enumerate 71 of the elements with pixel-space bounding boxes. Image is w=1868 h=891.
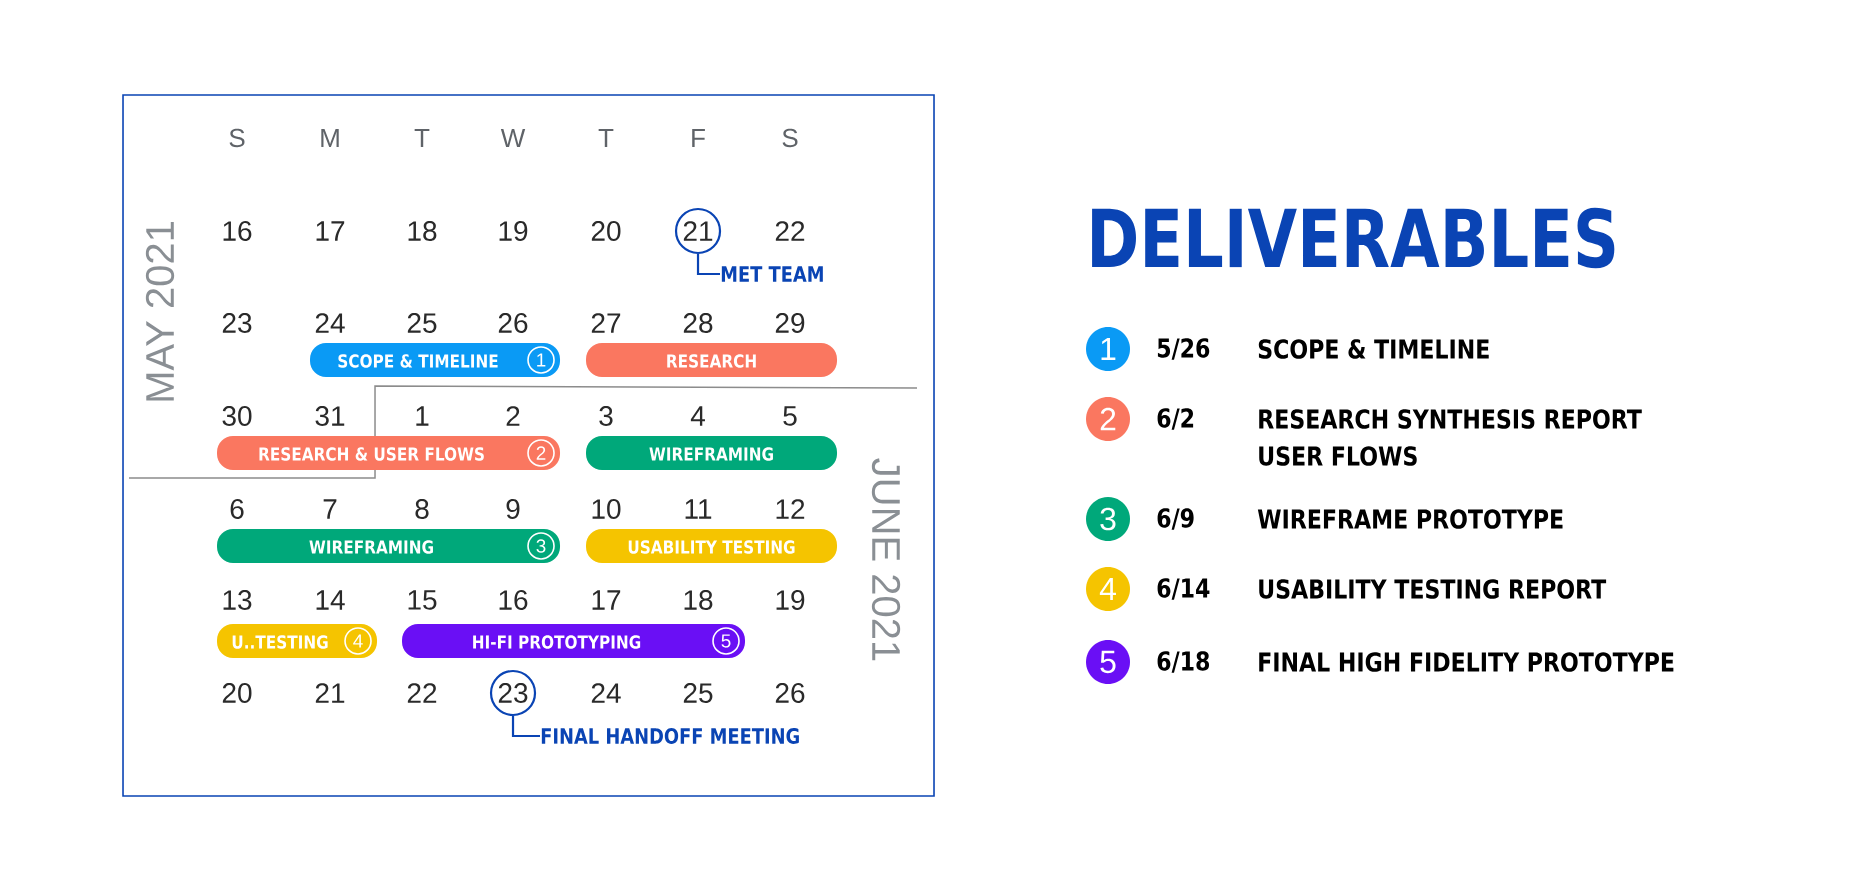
day-number: 18: [408, 221, 437, 241]
event-bar: USABILITY TESTING: [586, 529, 837, 563]
day-number: 8: [415, 499, 429, 519]
day-number: 28: [683, 313, 713, 333]
day-number: 10: [592, 499, 621, 519]
day-number: 29: [775, 313, 805, 333]
month-label: JUNE 2021: [871, 458, 901, 661]
month-label: MAY 2021: [145, 222, 175, 401]
day-number: 5: [783, 406, 797, 426]
weekday-letter: F: [692, 129, 705, 147]
day-number: 17: [592, 590, 621, 610]
day-number: 22: [407, 683, 437, 703]
weekday-letter: W: [500, 129, 526, 147]
deliverable-text: USER FLOWS: [1259, 446, 1417, 466]
day-number: 31: [315, 406, 345, 426]
leader-line: [511, 716, 540, 738]
leader-line: [696, 254, 720, 276]
due-date: 5/26: [1157, 338, 1210, 360]
day-number: 12: [776, 499, 805, 519]
day-number: 22: [775, 221, 805, 241]
weekday-letter: T: [598, 129, 614, 147]
weekday-letter: M: [321, 129, 339, 147]
day-number: 26: [775, 683, 805, 703]
due-date: 6/9: [1157, 508, 1194, 530]
deliverable-text: RESEARCH SYNTHESIS REPORT: [1259, 409, 1642, 429]
day-number: 14: [316, 590, 345, 610]
event-note: FINAL HANDOFF MEETING: [541, 728, 799, 744]
due-date: 6/14: [1157, 578, 1210, 600]
number-badge: 3: [527, 532, 555, 560]
day-number: 3: [599, 406, 613, 426]
day-number: 16: [499, 590, 528, 610]
day-number: 11: [685, 499, 712, 519]
weekday-letter: S: [229, 128, 245, 148]
deliverable-text: FINAL HIGH FIDELITY PROTOTYPE: [1259, 652, 1674, 672]
due-date: 6/18: [1157, 651, 1210, 673]
deliverable-text: SCOPE & TIMELINE: [1258, 339, 1489, 359]
number-badge: 1: [527, 346, 555, 374]
day-number: 1: [416, 406, 429, 426]
event-bar: WIREFRAMING: [586, 436, 837, 470]
day-number: 18: [684, 590, 713, 610]
day-number: 17: [316, 221, 345, 241]
day-number: 21: [315, 683, 345, 703]
day-number: 19: [499, 221, 528, 241]
day-number: 24: [591, 683, 621, 703]
weekday-letter: S: [782, 128, 798, 148]
day-number: 23: [222, 313, 252, 333]
deliverable-text: USABILITY TESTING REPORT: [1259, 579, 1607, 599]
day-number: 27: [591, 313, 621, 333]
day-number: 19: [776, 590, 805, 610]
event-bar: RESEARCH: [586, 343, 837, 377]
title: DELIVERABLES: [1092, 207, 1615, 269]
deliverable-text: WIREFRAME PROTOTYPE: [1257, 509, 1563, 529]
circled-date: 21: [674, 207, 722, 255]
number-badge: 4: [344, 627, 372, 655]
number-badge: 2: [527, 439, 555, 467]
day-number: 15: [408, 590, 437, 610]
day-number: 13: [223, 590, 252, 610]
day-number: 26: [498, 313, 528, 333]
event-note: MET TEAM: [721, 266, 823, 282]
due-date: 6/2: [1157, 408, 1194, 430]
circled-date: 23: [489, 669, 537, 717]
number-badge: 5: [712, 627, 740, 655]
day-number: 6: [230, 499, 244, 519]
day-number: 7: [323, 499, 337, 519]
day-number: 2: [506, 406, 520, 426]
day-number: 16: [223, 221, 252, 241]
weekday-letter: T: [414, 129, 430, 147]
day-number: 30: [222, 406, 252, 426]
day-number: 9: [506, 499, 520, 519]
day-number: 20: [591, 221, 621, 241]
day-number: 4: [690, 406, 705, 426]
